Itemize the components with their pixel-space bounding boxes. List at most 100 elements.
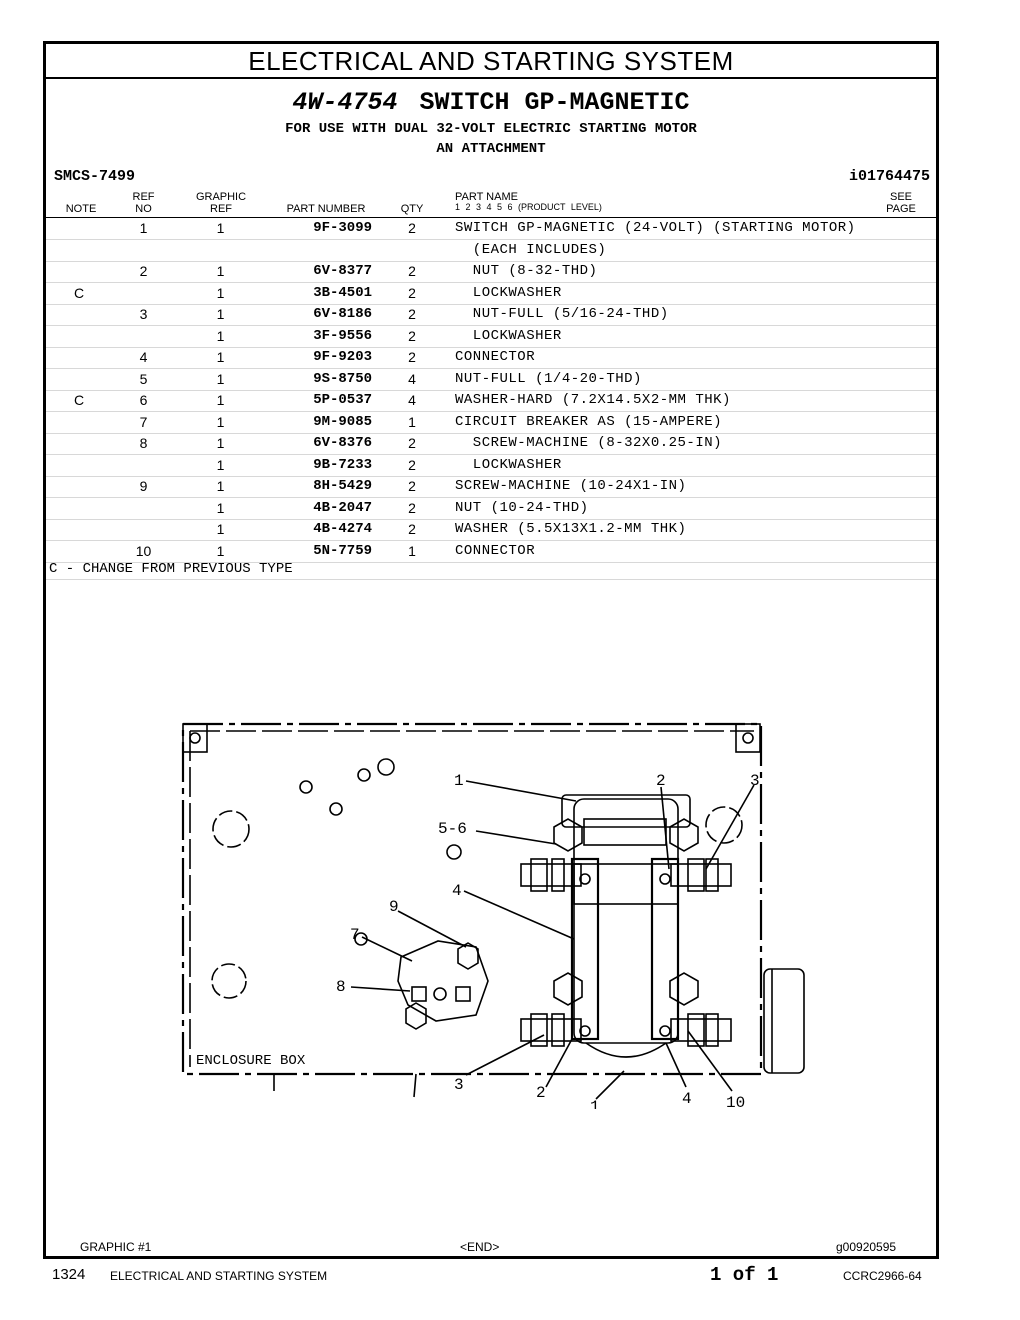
smcs-code: SMCS-7499: [54, 168, 136, 185]
row-graphic-ref: 1: [216, 306, 225, 322]
row-part-name: CIRCUIT BREAKER AS (15-AMPERE): [455, 413, 723, 430]
row-part-name: WASHER-HARD (7.2X14.5X2-MM THK): [455, 392, 731, 408]
row-ref-no: 7: [139, 413, 148, 430]
row-ref-no: 10: [135, 542, 152, 559]
row-qty: 2: [408, 263, 416, 279]
graphic-id: g00920595: [836, 1240, 897, 1254]
row-part-number: 3F-9556: [313, 327, 372, 344]
callout-7: 7: [350, 926, 360, 944]
row-part-name: NUT (10-24-THD): [455, 499, 589, 516]
table-row: (EACH INCLUDES): [46, 240, 936, 262]
row-graphic-ref: 1: [216, 327, 225, 344]
document-code: CCRC2966-64: [843, 1269, 922, 1283]
footnote: C - CHANGE FROM PREVIOUS TYPE: [49, 561, 293, 577]
col-graphic-top: GRAPHIC: [195, 191, 247, 203]
group-part-number: 4W-4754: [292, 88, 398, 117]
row-part-name: LOCKWASHER: [455, 456, 562, 473]
col-part-number: PART NUMBER: [286, 203, 366, 215]
row-part-number: 5P-0537: [313, 392, 372, 408]
callout-2-bottom: 2: [536, 1084, 546, 1102]
callout-4-bottom: 4: [682, 1090, 692, 1108]
row-ref-no: 8: [139, 435, 148, 451]
row-part-name: NUT-FULL (5/16-24-THD): [455, 306, 669, 322]
row-part-number: 9S-8750: [313, 370, 372, 387]
row-part-number: 6V-8186: [313, 306, 372, 322]
row-ref-no: 6: [139, 392, 148, 408]
col-ref-top: REF: [132, 191, 155, 203]
callout-5-6: 5-6: [438, 820, 467, 838]
row-qty: 2: [408, 327, 416, 344]
row-note: C: [73, 284, 85, 301]
page-number: 1324: [52, 1266, 86, 1283]
row-part-name: LOCKWASHER: [455, 327, 562, 344]
section-title: ELECTRICAL AND STARTING SYSTEM: [46, 44, 936, 79]
group-attachment-line: AN ATTACHMENT: [436, 141, 546, 157]
row-ref-no: 4: [139, 349, 148, 365]
row-graphic-ref: 1: [216, 456, 225, 473]
row-part-number: 4B-4274: [313, 521, 372, 537]
row-qty: 2: [408, 478, 416, 494]
row-part-number: 8H-5429: [313, 478, 372, 494]
graphic-number: GRAPHIC #1: [80, 1240, 152, 1254]
col-product-level: 1 2 3 4 5 6 (PRODUCT LEVEL): [455, 202, 602, 212]
row-graphic-ref: 1: [216, 392, 225, 408]
row-part-name: (EACH INCLUDES): [455, 241, 607, 258]
callout-9: 9: [389, 898, 399, 916]
row-qty: 4: [408, 392, 416, 408]
callout-4-top: 4: [452, 882, 462, 900]
row-part-number: 5N-7759: [313, 542, 372, 559]
illustration-ref: i01764475: [848, 168, 930, 185]
row-part-name: SCREW-MACHINE (10-24X1-IN): [455, 478, 687, 494]
row-qty: 2: [408, 349, 416, 365]
page-of: 1 of 1: [710, 1264, 779, 1286]
callout-1-top: 1: [454, 772, 464, 790]
row-qty: 1: [408, 413, 416, 430]
row-graphic-ref: 1: [216, 284, 225, 301]
col-ref-bottom: NO: [135, 203, 152, 215]
row-part-number: 6V-8376: [313, 435, 372, 451]
col-part-name: PART NAME: [455, 191, 518, 203]
row-part-number: 9F-3099: [313, 220, 372, 236]
callout-8: 8: [336, 978, 346, 996]
row-qty: 2: [408, 220, 416, 236]
row-qty: 2: [408, 521, 416, 537]
row-part-name: NUT (8-32-THD): [455, 263, 598, 279]
row-ref-no: 3: [139, 306, 148, 322]
row-qty: 4: [408, 370, 416, 387]
row-qty: 2: [408, 435, 416, 451]
enclosure-label: ENCLOSURE BOX: [196, 1053, 306, 1069]
row-part-number: 9B-7233: [313, 456, 372, 473]
row-graphic-ref: 1: [216, 542, 225, 559]
row-qty: 1: [408, 542, 416, 559]
row-graphic-ref: 1: [216, 349, 225, 365]
table-row: 3 1 6V-8186 2 NUT-FULL (5/16-24-THD): [46, 304, 936, 326]
row-ref-no: 1: [139, 220, 148, 236]
row-qty: 2: [408, 306, 416, 322]
row-graphic-ref: 1: [216, 435, 225, 451]
row-ref-no: 2: [139, 263, 148, 279]
row-part-number: 3B-4501: [313, 284, 372, 301]
row-part-name: NUT-FULL (1/4-20-THD): [455, 370, 642, 387]
row-ref-no: 5: [139, 370, 148, 387]
callout-3-bottom: 3: [454, 1076, 464, 1094]
callout-2-top: 2: [656, 772, 666, 790]
row-graphic-ref: 1: [216, 263, 225, 279]
row-graphic-ref: 1: [216, 478, 225, 494]
row-part-number: 4B-2047: [313, 499, 372, 516]
row-graphic-ref: 1: [216, 413, 225, 430]
col-note: NOTE: [65, 203, 97, 215]
row-graphic-ref: 1: [216, 521, 225, 537]
row-graphic-ref: 1: [216, 220, 225, 236]
col-see-bottom: PAGE: [886, 203, 916, 215]
